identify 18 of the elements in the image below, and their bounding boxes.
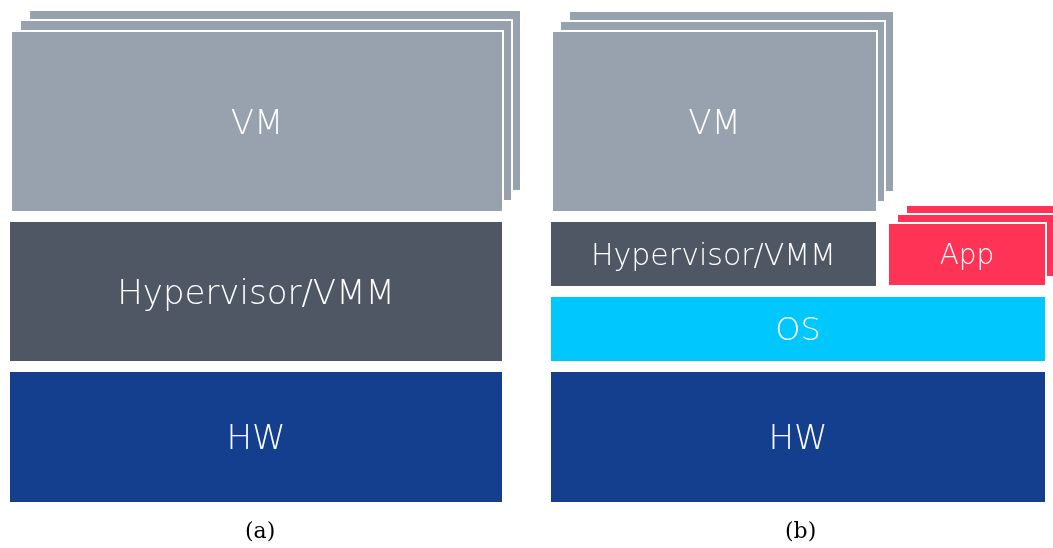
- layer-label: App: [939, 238, 995, 271]
- hardware-layer: [551, 372, 1045, 502]
- subfigure-caption: (a): [245, 518, 276, 543]
- layer-label: Hypervisor/VMM: [591, 236, 836, 272]
- hypervisor-layer: [551, 222, 876, 286]
- vm-layer: [10, 30, 504, 213]
- subfigure-caption: (b): [785, 518, 817, 543]
- layer-label: OS: [775, 310, 821, 348]
- layer-label: HW: [768, 417, 828, 457]
- os-layer: [551, 297, 1045, 361]
- layer-label: VM: [230, 101, 284, 142]
- hardware-layer: [10, 372, 502, 502]
- layer-label: Hypervisor/VMM: [117, 271, 395, 312]
- layer-label: VM: [688, 101, 741, 142]
- layer-label: HW: [226, 417, 286, 457]
- vm-layer: [551, 30, 878, 213]
- app-layer: [887, 222, 1047, 287]
- hypervisor-layer: [10, 222, 502, 361]
